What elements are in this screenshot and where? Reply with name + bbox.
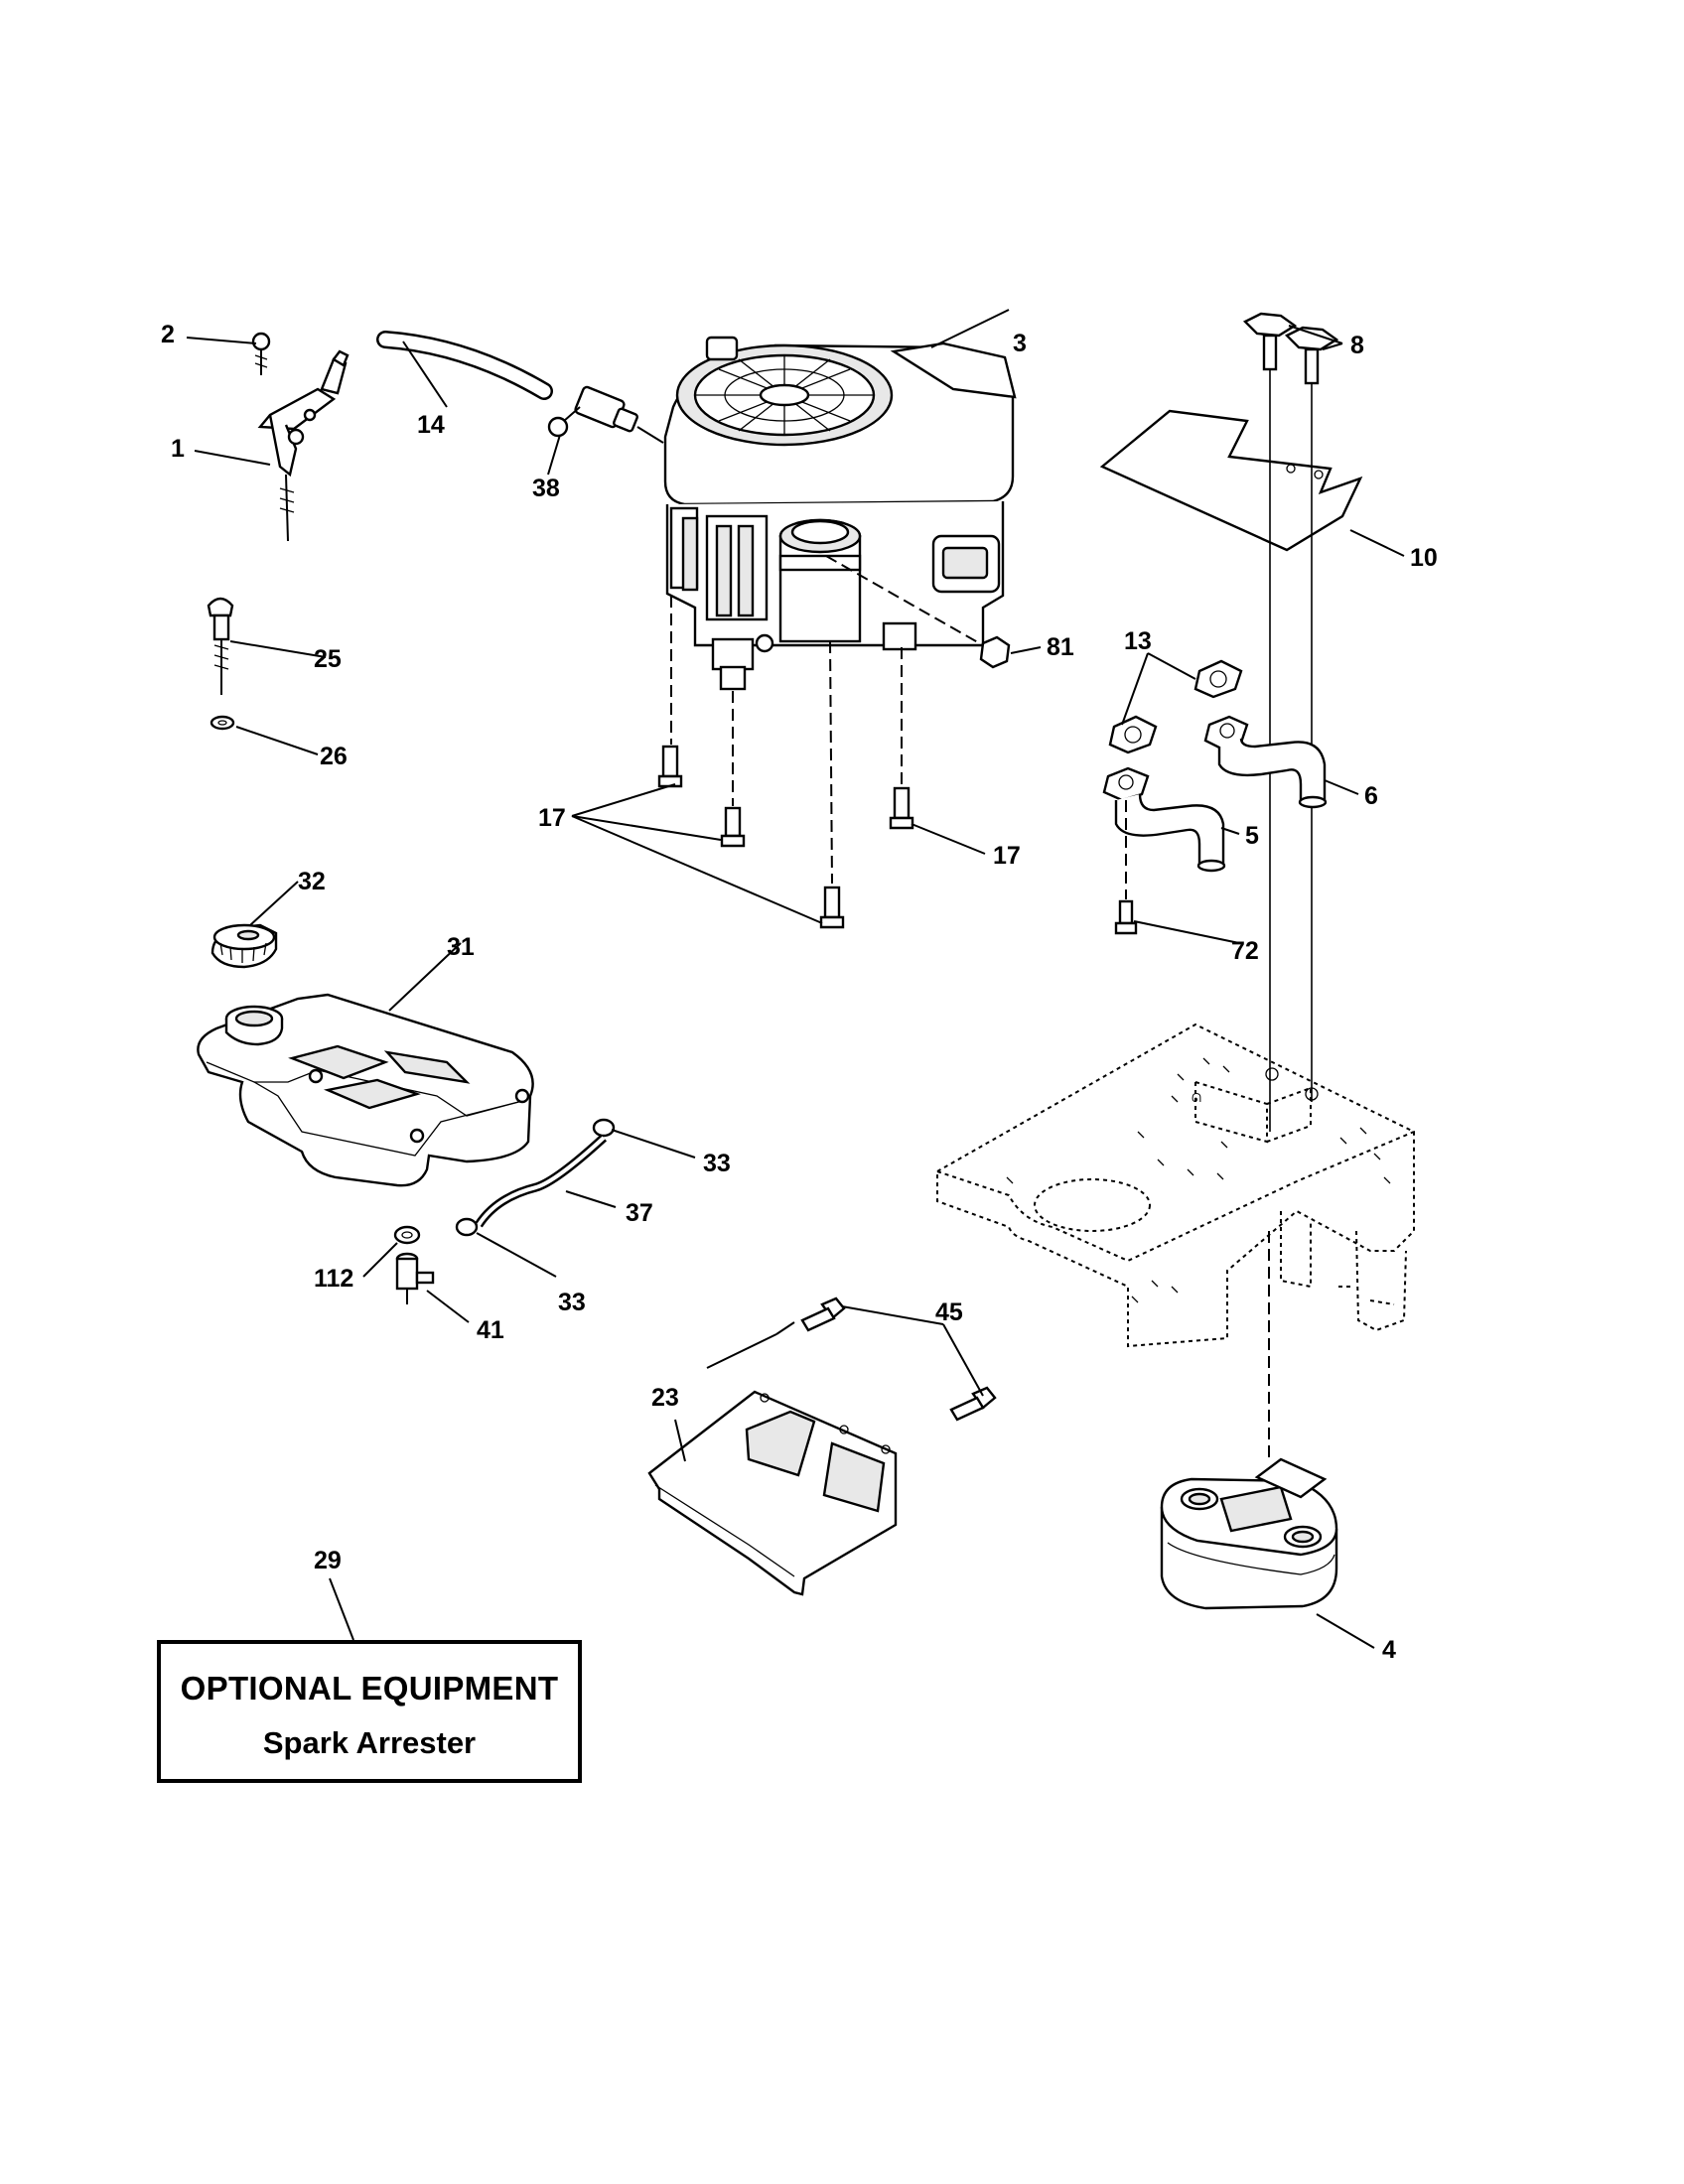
callout-5: 5: [1245, 822, 1259, 850]
part-14-fuel-hose: [376, 331, 553, 400]
part-37-fuel-line: [475, 1134, 608, 1228]
part-25-bolt: [207, 597, 234, 695]
callout-13: 13: [1124, 627, 1152, 655]
part-45-screws: [800, 1297, 997, 1422]
callout-31: 31: [447, 933, 475, 961]
callout-38: 38: [532, 475, 560, 502]
part-38-fitting: [547, 385, 664, 444]
callout-29: 29: [314, 1547, 342, 1574]
callout-14: 14: [417, 411, 445, 439]
part-17-bolts: [657, 745, 914, 929]
spark-arrester-label: Spark Arrester: [262, 1725, 477, 1760]
part-3-engine: [663, 336, 1017, 691]
part-112-grommet: [393, 1225, 421, 1245]
callout-112: 112: [314, 1265, 353, 1293]
frame-holes: [1006, 1057, 1391, 1303]
part-72-bolt: [1114, 899, 1138, 935]
callout-37: 37: [626, 1199, 653, 1227]
callout-33-upper: 33: [703, 1150, 731, 1177]
part-5-exhaust-pipe: [1102, 766, 1226, 873]
callout-numbers: 1 2 3 4 5 6 8 10 13 14 17 17 23 25 26 29…: [161, 321, 1438, 1664]
callout-81: 81: [1047, 633, 1074, 661]
leader-lines: [186, 309, 1405, 1649]
part-32-fuel-cap: [210, 923, 278, 969]
svg-text:ᘏ: ᘏ: [1192, 1091, 1201, 1105]
callout-6: 6: [1364, 782, 1378, 810]
part-31-fuel-tank: [197, 993, 534, 1187]
part-81-nut: [825, 555, 1011, 669]
part-2-screw: [251, 332, 271, 375]
part-26-washer: [210, 715, 235, 731]
callout-25: 25: [314, 645, 342, 673]
part-23-bracket: [647, 1390, 898, 1596]
part-4-muffler: [1160, 1457, 1338, 1610]
part-13-gaskets: [1108, 659, 1243, 754]
part-1-throttle-control: [257, 349, 350, 542]
optional-equipment-title: OPTIONAL EQUIPMENT: [180, 1670, 559, 1706]
callout-17-left: 17: [538, 804, 566, 832]
callout-2: 2: [161, 321, 175, 348]
callout-72: 72: [1231, 937, 1259, 965]
frame-chassis: ᘏ: [936, 1023, 1415, 1348]
callout-45: 45: [935, 1298, 963, 1326]
part-10-heat-shield: [1099, 409, 1363, 552]
callout-3: 3: [1013, 330, 1027, 357]
callout-10: 10: [1410, 544, 1438, 572]
part-6-exhaust-pipe: [1203, 715, 1328, 809]
callout-32: 32: [298, 868, 326, 895]
part-33-clamps: [455, 1118, 616, 1237]
callout-8: 8: [1350, 332, 1364, 359]
callout-26: 26: [320, 743, 348, 770]
callout-17-right: 17: [993, 842, 1021, 870]
part-41-fitting: [395, 1252, 435, 1304]
callout-1: 1: [171, 435, 185, 463]
optional-equipment-box: OPTIONAL EQUIPMENT Spark Arrester: [157, 1640, 582, 1783]
callout-23: 23: [651, 1384, 679, 1412]
callout-4: 4: [1382, 1636, 1396, 1664]
callout-41: 41: [477, 1316, 504, 1344]
callout-33-lower: 33: [558, 1289, 586, 1316]
